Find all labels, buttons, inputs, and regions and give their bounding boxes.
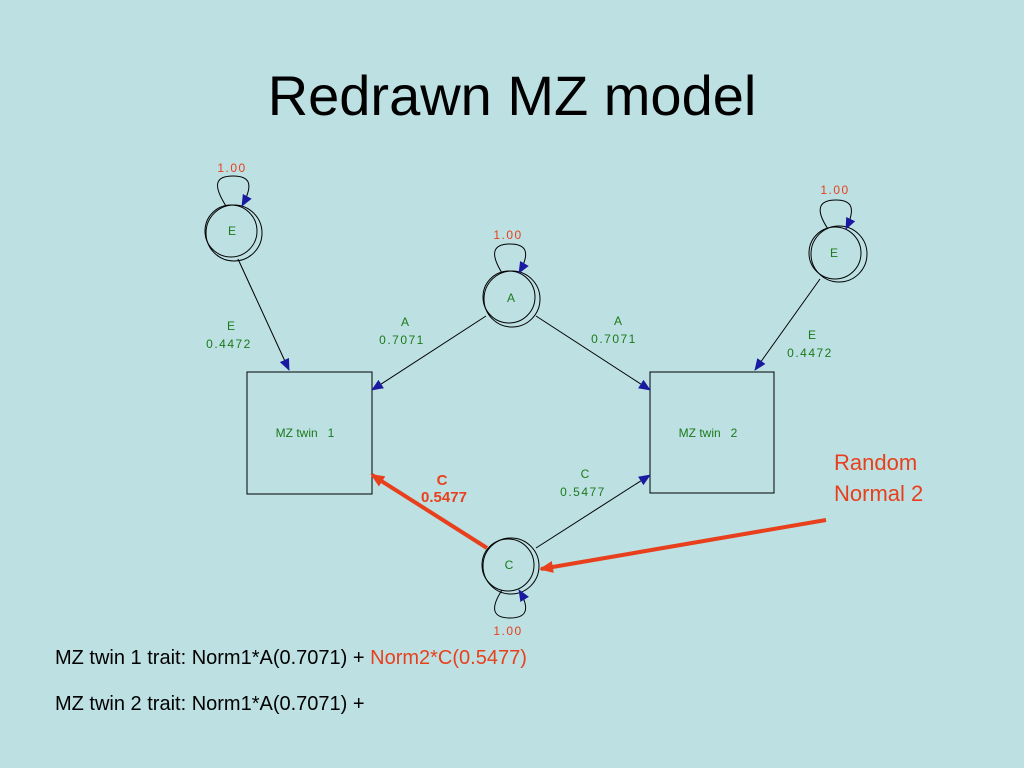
- twin1-box: [246, 371, 373, 495]
- latent-e2: E: [808, 225, 868, 283]
- svg-text:0.7071: 0.7071: [379, 333, 425, 347]
- svg-text:0.7071: 0.7071: [591, 332, 637, 346]
- twin2-box: [649, 371, 775, 494]
- e1-variance-loop: [217, 175, 252, 207]
- svg-text:E: E: [808, 328, 816, 342]
- twin2-trait-prefix: MZ twin 2 trait: Norm1*A(0.7071) +: [55, 693, 365, 715]
- e2-variance-label: 1.00: [820, 183, 849, 197]
- latent-c-label: C: [505, 558, 514, 572]
- latent-e1: E: [204, 204, 263, 262]
- path-label-e2: E 0.4472: [787, 328, 833, 360]
- path-c-twin2: [535, 474, 651, 549]
- random-normal-pointer-arrow: [539, 518, 827, 573]
- path-label-a2: A 0.7071: [591, 314, 637, 346]
- twin1-trait-prefix: MZ twin 1 trait: Norm1*A(0.7071) +: [55, 647, 365, 669]
- svg-text:0.5477: 0.5477: [560, 485, 606, 499]
- a-variance-label: 1.00: [493, 228, 522, 242]
- path-label-e1: E 0.4472: [206, 319, 252, 351]
- latent-a-label: A: [507, 291, 515, 305]
- svg-text:A: A: [401, 315, 409, 329]
- svg-text:E: E: [227, 319, 235, 333]
- path-label-c2: C 0.5477: [560, 467, 606, 499]
- annotation-line-1: Random: [834, 450, 918, 475]
- path-e2-twin2: [754, 278, 821, 371]
- svg-text:0.5477: 0.5477: [421, 489, 467, 506]
- latent-e1-label: E: [228, 224, 236, 238]
- svg-text:0.4472: 0.4472: [787, 346, 833, 360]
- c-variance-loop: [494, 589, 529, 619]
- twin2-trait-equation: MZ twin 2 trait: Norm1*A(0.7071) +: [55, 692, 365, 716]
- svg-text:A: A: [614, 314, 622, 328]
- random-normal-annotation: Random Normal 2: [834, 447, 923, 509]
- path-label-c1: C 0.5477: [421, 472, 467, 506]
- a-variance-loop: [494, 243, 529, 274]
- path-label-a1: A 0.7071: [379, 315, 425, 347]
- path-a-twin2: [535, 315, 651, 391]
- path-c-twin1: [370, 473, 489, 550]
- e1-variance-label: 1.00: [217, 161, 246, 175]
- slide-title: Redrawn MZ model: [267, 64, 757, 127]
- path-e1-twin1: [237, 258, 290, 371]
- twin1-label: MZ twin 1: [276, 426, 335, 440]
- svg-text:0.4472: 0.4472: [206, 337, 252, 351]
- twin1-trait-equation: MZ twin 1 trait: Norm1*A(0.7071) + Norm2…: [55, 646, 527, 670]
- latent-c: C: [481, 537, 540, 595]
- svg-text:C: C: [581, 467, 590, 481]
- c-variance-label: 1.00: [493, 624, 522, 638]
- latent-e2-label: E: [830, 246, 838, 260]
- twin2-label: MZ twin 2: [679, 426, 738, 440]
- twin1-trait-highlight: Norm2*C(0.5477): [370, 647, 527, 669]
- svg-text:C: C: [437, 472, 448, 489]
- latent-a: A: [482, 270, 541, 328]
- annotation-line-2: Normal 2: [834, 481, 924, 506]
- e2-variance-loop: [819, 199, 856, 230]
- path-a-twin1: [371, 315, 487, 391]
